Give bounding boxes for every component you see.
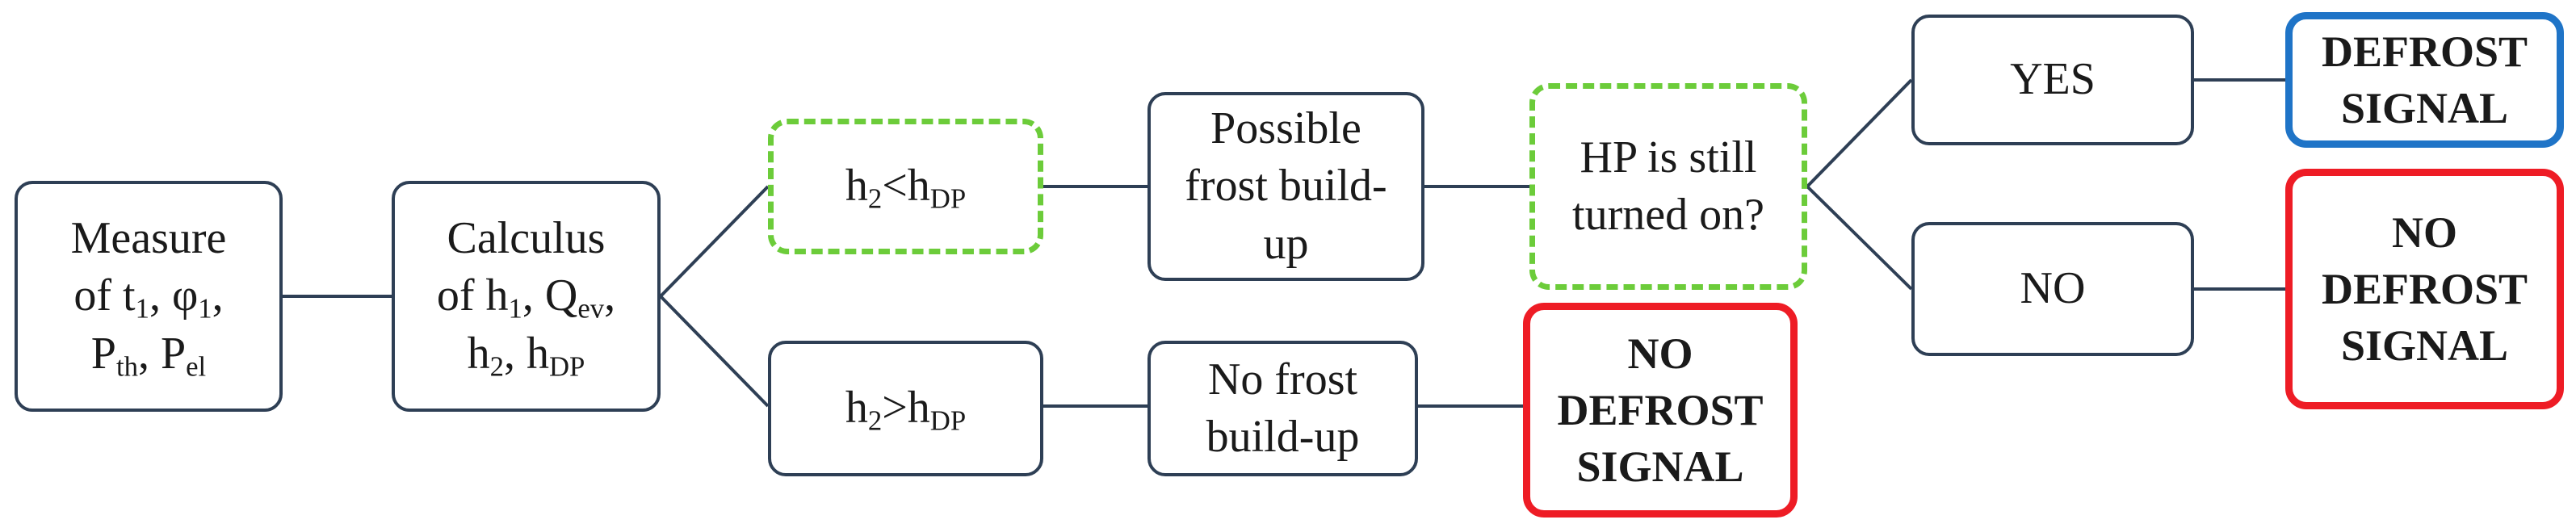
condition-lt-text: h2<hDP	[845, 161, 967, 216]
no-defrost-bottom-line-2: DEFROST	[1557, 385, 1764, 434]
no-defrost-signal-box-top: NO DEFROST SIGNAL	[2285, 169, 2564, 409]
no-box: NO	[1911, 222, 2194, 356]
calculus-line-1: Calculus	[447, 213, 606, 264]
measure-line-1: Measure	[70, 213, 227, 264]
condition-gt-text: h2>hDP	[845, 383, 967, 438]
no-defrost-top-line-1: NO	[2392, 207, 2457, 257]
no-defrost-top-line-2: DEFROST	[2321, 264, 2528, 313]
edge-calculus-cond-gt	[659, 295, 770, 408]
calculus-box: Calculus of h1, Qev, h2, hDP	[392, 181, 661, 412]
no-defrost-signal-box-bottom: NO DEFROST SIGNAL	[1523, 303, 1798, 518]
no-frost-line-1: No frost	[1207, 354, 1358, 404]
no-frost-line-2: build-up	[1206, 412, 1360, 462]
hp-question-line-2: turned on?	[1572, 190, 1764, 240]
measure-line-3: Pth, Pel	[90, 328, 207, 383]
edge-question-no	[1806, 185, 1913, 291]
no-defrost-bottom-line-1: NO	[1627, 329, 1693, 378]
possible-frost-line-3: up	[1263, 218, 1309, 269]
no-frost-box: No frost build-up	[1147, 341, 1418, 476]
calculus-line-2: of h1, Qev,	[436, 270, 616, 325]
condition-h2-less-than-hdp: h2<hDP	[768, 119, 1043, 254]
edge-calculus-cond-lt	[659, 185, 770, 298]
yes-label: YES	[2010, 54, 2096, 105]
possible-frost-box: Possible frost build- up	[1147, 92, 1424, 281]
possible-frost-line-2: frost build-	[1185, 161, 1387, 212]
edge-question-yes	[1806, 78, 1913, 188]
no-defrost-bottom-line-3: SIGNAL	[1576, 442, 1744, 492]
calculus-line-3: h2, hDP	[467, 328, 585, 383]
hp-still-on-question: HP is still turned on?	[1529, 83, 1807, 290]
defrost-signal-box: DEFROST SIGNAL	[2285, 12, 2564, 148]
measure-box: Measure of t1, φ1, Pth, Pel	[15, 181, 283, 412]
possible-frost-line-1: Possible	[1210, 103, 1361, 154]
yes-box: YES	[1911, 15, 2194, 145]
measure-line-2: of t1, φ1,	[73, 270, 224, 325]
defrost-signal-line-1: DEFROST	[2321, 27, 2528, 76]
hp-question-line-1: HP is still	[1580, 132, 1757, 182]
no-label: NO	[2020, 263, 2086, 314]
no-defrost-top-line-3: SIGNAL	[2340, 321, 2509, 371]
condition-h2-greater-than-hdp: h2>hDP	[768, 341, 1043, 476]
defrost-signal-line-2: SIGNAL	[2340, 84, 2509, 132]
